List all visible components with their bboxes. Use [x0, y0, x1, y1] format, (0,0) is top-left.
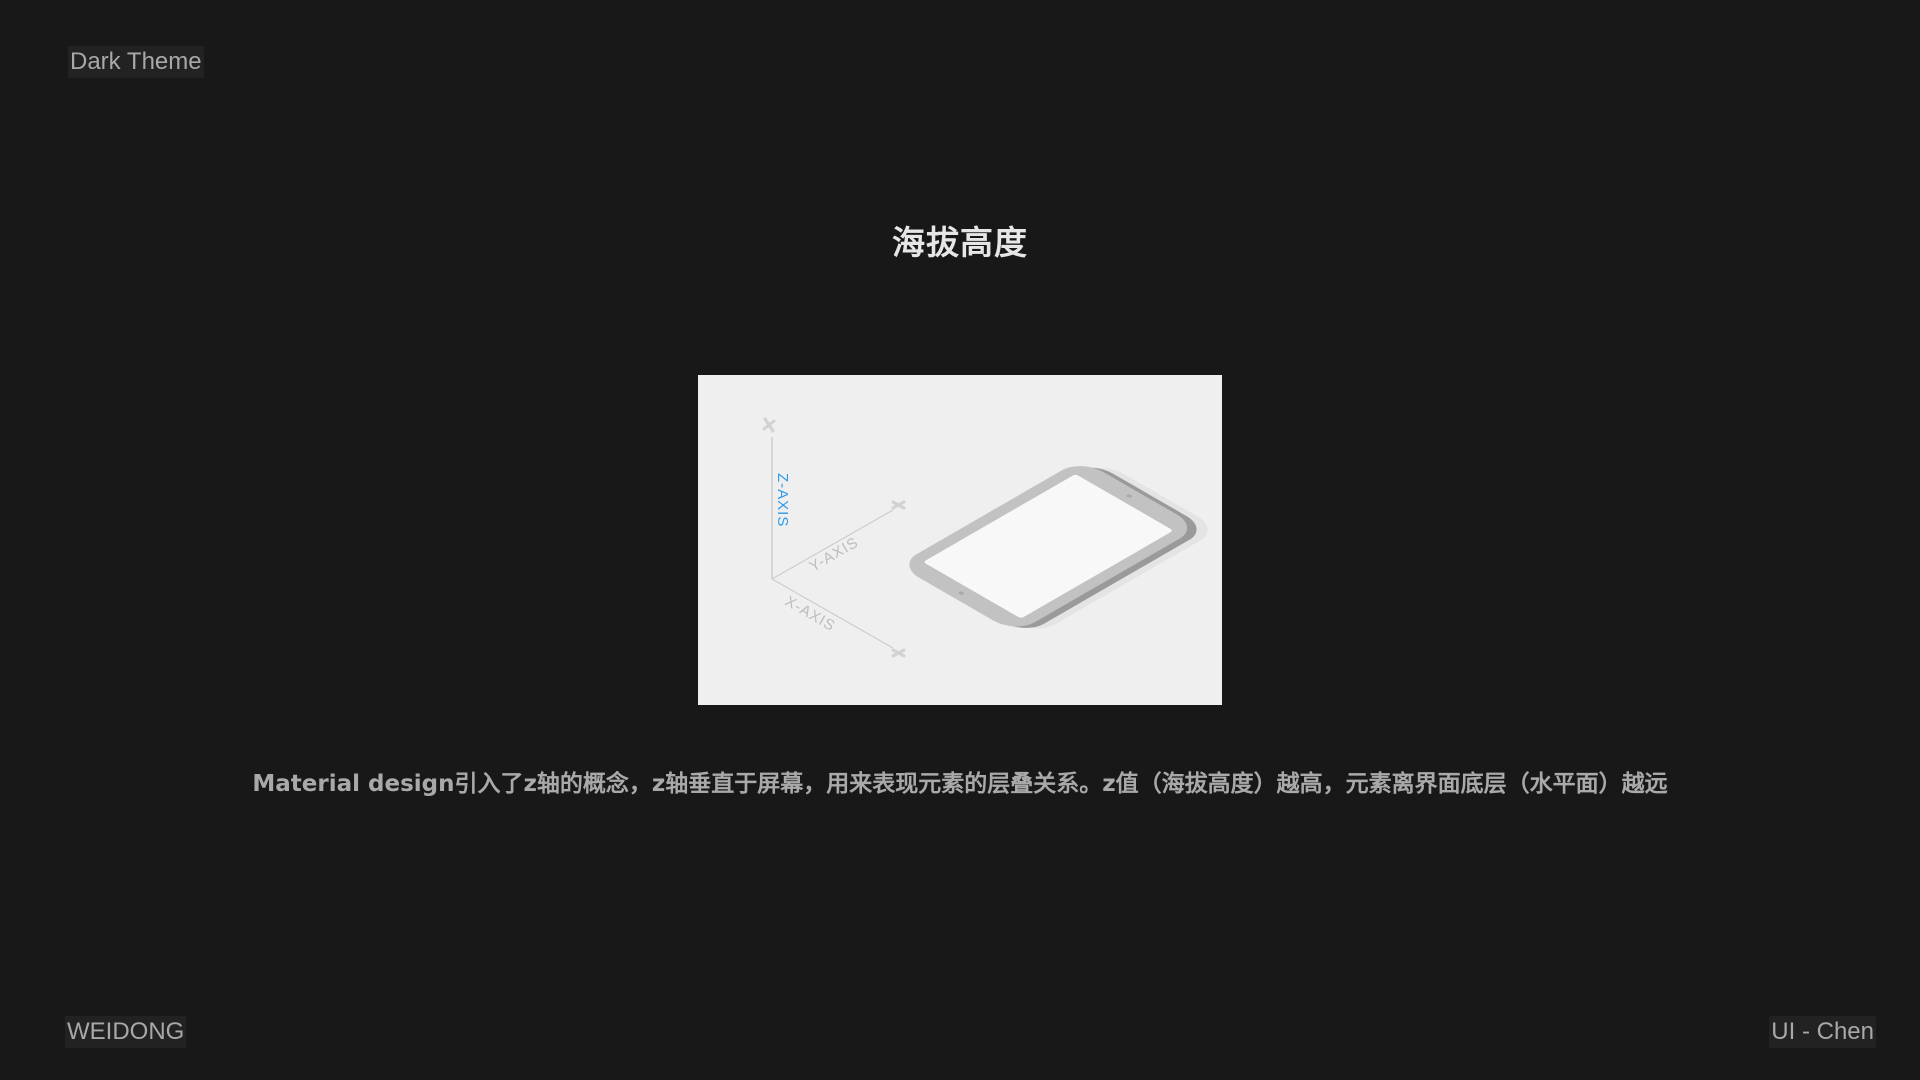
author-left-label: WEIDONG: [65, 1016, 187, 1048]
description-text: Material design引入了z轴的概念，z轴垂直于屏幕，用来表现元素的层…: [252, 771, 1668, 797]
axes-diagram: Z-AXIS Y-AXIS X-AXIS: [762, 417, 1208, 658]
x-axis-label: X-AXIS: [782, 593, 838, 635]
author-right-label: UI - Chen: [1769, 1016, 1876, 1048]
smartphone-icon: [909, 466, 1208, 629]
elevation-illustration: Z-AXIS Y-AXIS X-AXIS: [698, 375, 1222, 705]
page-title: 海拔高度: [892, 223, 1028, 262]
z-axis-label: Z-AXIS: [774, 473, 791, 527]
theme-label: Dark Theme: [68, 46, 204, 78]
axis-end-markers: [762, 417, 906, 658]
axis-lines: [771, 437, 894, 649]
